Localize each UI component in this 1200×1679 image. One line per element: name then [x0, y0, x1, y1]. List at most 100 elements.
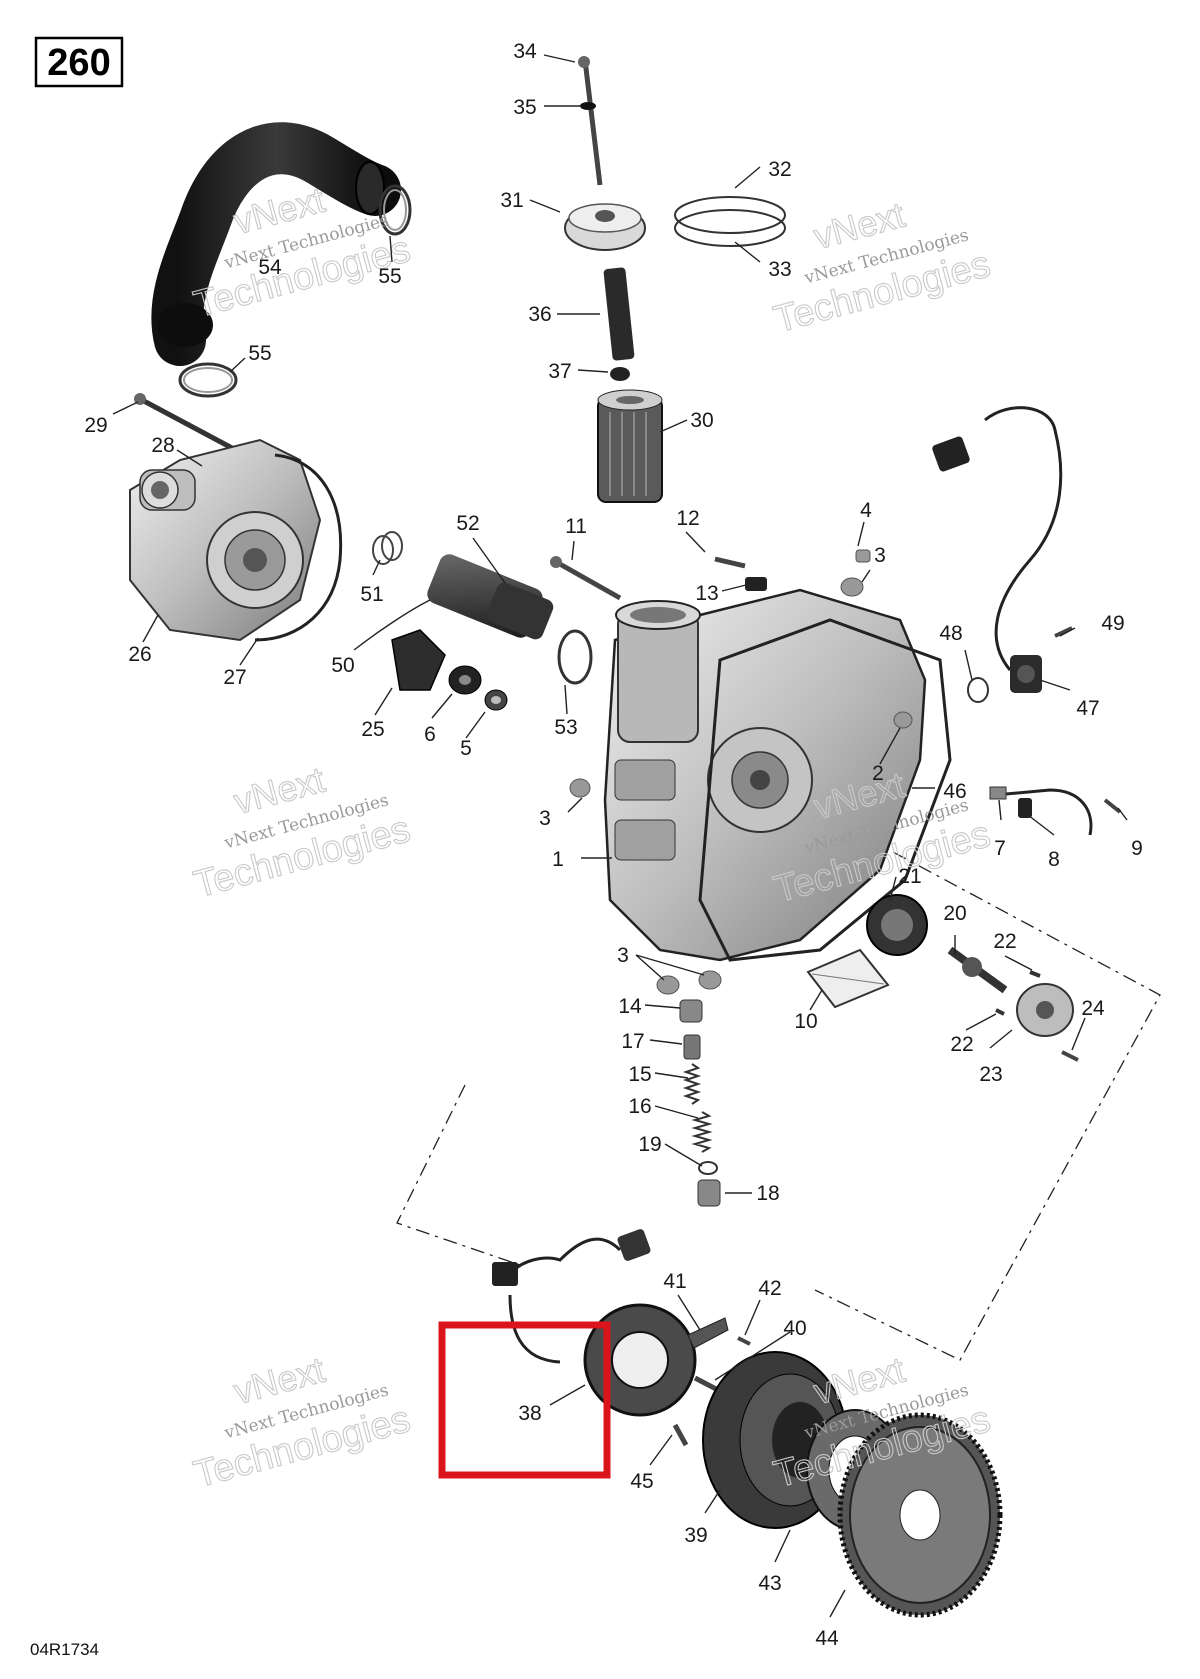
- dowel-4: [855, 549, 871, 563]
- o-ring-37: [610, 367, 630, 381]
- oil-line-bracket: [989, 786, 1093, 836]
- highlight-box: [438, 1321, 611, 1479]
- coolant-hose: [151, 122, 401, 366]
- dowel-2: [893, 711, 913, 729]
- callout-50: 50: [331, 654, 354, 677]
- oil-filter-cartridge: [597, 389, 663, 503]
- washer-19: [698, 1161, 718, 1175]
- callout-38: 38: [518, 1402, 541, 1425]
- callout-19: 19: [638, 1133, 661, 1156]
- callout-41: 41: [663, 1270, 686, 1293]
- callout-10: 10: [794, 1010, 817, 1033]
- callout-2: 2: [872, 762, 884, 785]
- engine-cover-main: [603, 588, 927, 962]
- bolt-11: [550, 556, 622, 601]
- callout-52: 52: [456, 512, 479, 535]
- oil-filter-bolt: [578, 56, 603, 186]
- callout-11: 11: [565, 515, 587, 538]
- spring-15: [682, 1063, 702, 1105]
- bolt-12: [714, 556, 746, 569]
- bolt-45: [672, 1423, 689, 1447]
- callout-4: 4: [860, 499, 872, 522]
- bolt-49: [1054, 626, 1073, 638]
- oil-pump-cover: [1016, 983, 1074, 1037]
- callout-labels: 34 35 31 32 33 36 37 30 54 55 55 29 28 2…: [84, 40, 1143, 1650]
- callout-17: 17: [621, 1030, 644, 1053]
- spring-16: [691, 1111, 713, 1153]
- callout-33: 33: [768, 258, 791, 281]
- oil-pump-rotor: [866, 894, 928, 956]
- cover-gasket: [698, 618, 952, 962]
- leader-lines: [112, 54, 1128, 1618]
- bolt-24: [1061, 1050, 1079, 1062]
- callout-28: 28: [151, 434, 174, 457]
- callout-53: 53: [554, 716, 577, 739]
- callout-43: 43: [758, 1572, 781, 1595]
- callout-13: 13: [695, 582, 718, 605]
- water-pump-housing: [129, 438, 322, 642]
- callout-46: 46: [943, 780, 966, 803]
- callout-22-top: 22: [993, 930, 1016, 953]
- callout-30: 30: [690, 409, 713, 432]
- alignment-dashed-lines: [396, 769, 1161, 1361]
- ring-gear: [837, 1412, 1003, 1618]
- callout-44: 44: [815, 1627, 839, 1650]
- callout-29: 29: [84, 414, 107, 437]
- bearing-5: [484, 689, 508, 711]
- callout-49: 49: [1101, 612, 1124, 635]
- callout-1: 1: [552, 848, 564, 871]
- valve-plug-14: [679, 999, 703, 1023]
- hose-clamp-top: [378, 184, 412, 236]
- water-pump-gasket: [254, 453, 343, 642]
- callout-31: 31: [500, 189, 523, 212]
- stator-harness: [492, 1229, 651, 1364]
- page-number-box: 260: [34, 36, 124, 88]
- o-ring-48: [967, 677, 989, 703]
- callout-15: 15: [628, 1063, 651, 1086]
- callout-35: 35: [513, 96, 536, 119]
- harness-clip-41: [687, 1317, 729, 1349]
- callout-42: 42: [758, 1277, 781, 1300]
- valve-piston-17: [683, 1034, 701, 1060]
- pin-22-top: [1029, 970, 1041, 978]
- watermark-mid-left: vNext vNext Technologies Technologies: [189, 758, 415, 907]
- callout-51: 51: [360, 583, 383, 606]
- callout-36: 36: [528, 303, 551, 326]
- callout-55-bottom: 55: [248, 342, 271, 365]
- plug-18: [697, 1179, 721, 1207]
- callout-47: 47: [1076, 697, 1099, 720]
- o-rings-51: [372, 531, 403, 565]
- callout-8: 8: [1048, 848, 1060, 871]
- callout-12: 12: [676, 507, 699, 530]
- callout-20: 20: [943, 902, 966, 925]
- callout-7: 7: [994, 837, 1006, 860]
- callout-6: 6: [424, 723, 436, 746]
- callout-37: 37: [548, 360, 571, 383]
- callout-25: 25: [361, 718, 384, 741]
- callout-9: 9: [1131, 837, 1143, 860]
- callout-24: 24: [1081, 997, 1105, 1020]
- callout-32: 32: [768, 158, 791, 181]
- callout-45: 45: [630, 1470, 653, 1493]
- callout-34: 34: [513, 40, 537, 63]
- hose-clamp-bottom: [178, 362, 238, 398]
- callout-48: 48: [939, 622, 962, 645]
- dowel-3-left: [569, 778, 591, 798]
- seal-6: [448, 665, 482, 695]
- callout-54: 54: [258, 256, 282, 279]
- banjo-bolt-8: [1018, 798, 1032, 818]
- dowel-3-top: [840, 577, 864, 597]
- clamp-53: [557, 629, 593, 685]
- callout-3-left: 3: [539, 807, 551, 830]
- bolt-9: [1103, 798, 1122, 814]
- callout-3-top: 3: [874, 544, 886, 567]
- callout-14: 14: [618, 995, 642, 1018]
- stator: [583, 1303, 697, 1417]
- callout-55-top: 55: [378, 265, 401, 288]
- callout-27: 27: [223, 666, 246, 689]
- screw-42: [737, 1336, 751, 1346]
- callout-18: 18: [756, 1182, 779, 1205]
- callout-39: 39: [684, 1524, 707, 1547]
- oil-filter-cap: [564, 203, 646, 251]
